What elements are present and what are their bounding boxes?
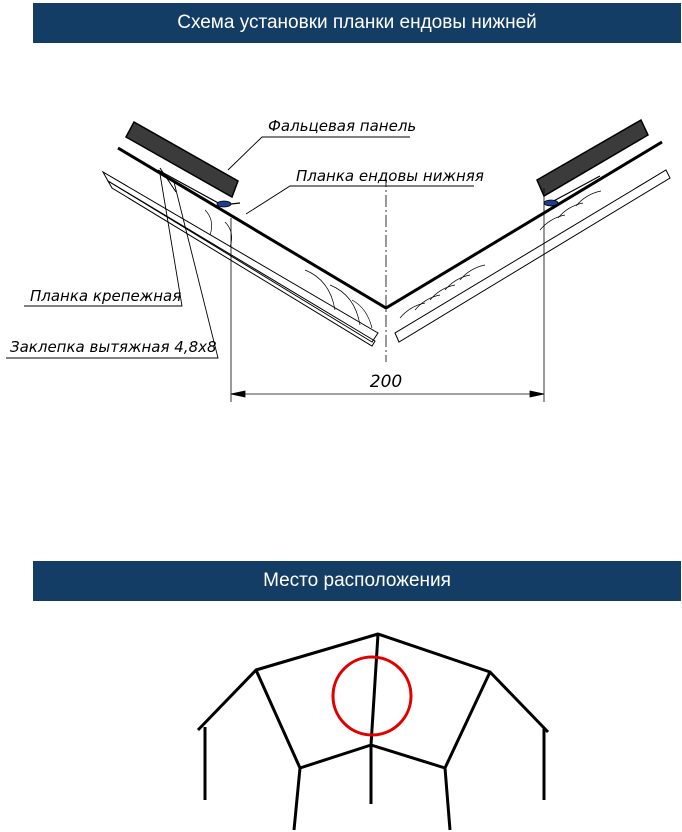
left-slope-board [101,170,379,347]
label-rivet: Заклепка вытяжная 4,8х8 [10,338,217,356]
leader-fixing-strip [24,173,183,307]
right-slope-board [394,169,671,343]
leader-panel [227,136,410,171]
dimension-label: 200 [370,372,402,392]
dimension-200 [230,188,545,402]
label-seam-panel: Фальцевая панель [268,117,416,135]
hatching-left [204,209,373,329]
hatching-right [399,190,602,319]
roof-outline [196,632,550,831]
label-valley-strip: Планка ендовы нижняя [296,167,484,185]
label-fixing-strip: Планка крепежная [30,287,181,305]
leader-valley-strip [245,185,474,215]
valley-strip-line [117,140,663,310]
leader-rivet [6,181,219,359]
location-marker [331,655,413,737]
right-seam-panel [536,118,649,207]
header-title-scheme: Схема установки планки ендовы нижней [177,12,537,33]
header-banner-scheme: Схема установки планки ендовы нижней [33,3,681,43]
left-seam-panel [124,120,241,208]
header-title-location: Место расположения [263,570,451,591]
header-banner-location: Место расположения [33,561,681,601]
